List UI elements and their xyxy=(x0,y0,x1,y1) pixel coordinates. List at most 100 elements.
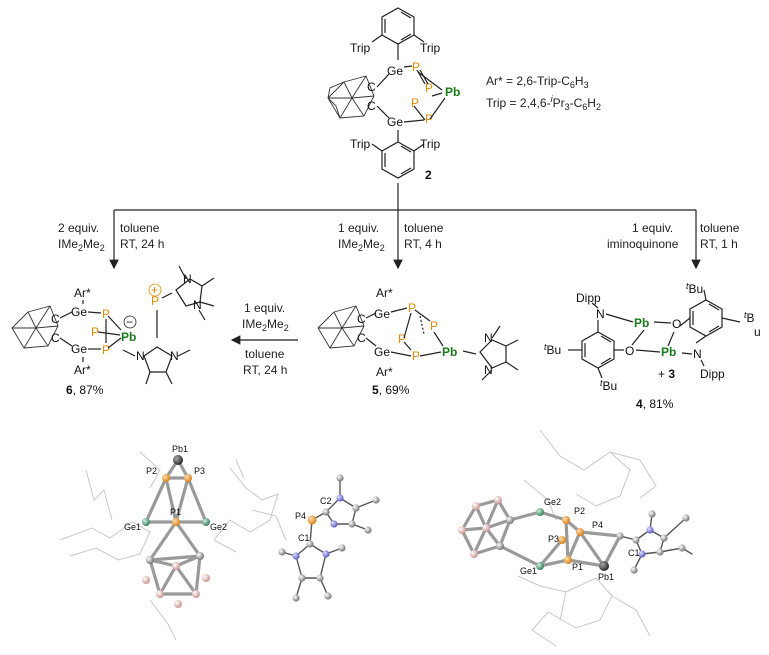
svg-text:1 equiv.: 1 equiv. xyxy=(244,301,285,315)
svg-text:P3: P3 xyxy=(548,534,559,544)
svg-text:tBu: tBu xyxy=(600,378,617,393)
svg-text:Pb: Pb xyxy=(661,345,676,359)
svg-text:Ar*: Ar* xyxy=(74,363,91,377)
xray-atoms xyxy=(142,455,210,608)
reaction-arrows xyxy=(109,183,701,345)
svg-text:Ar*: Ar* xyxy=(74,286,91,300)
svg-text:P: P xyxy=(102,307,110,321)
svg-text:toluene: toluene xyxy=(700,221,740,235)
svg-text:Ge: Ge xyxy=(374,345,390,359)
compound-4: tBu tB u tBu tBu N Dipp Pb O O Pb N Dipp… xyxy=(544,281,761,411)
svg-text:N: N xyxy=(170,349,179,363)
svg-text:Ge: Ge xyxy=(71,305,87,319)
svg-text:C: C xyxy=(367,80,376,94)
svg-text:tB: tB xyxy=(744,310,755,325)
svg-text:C: C xyxy=(357,312,366,326)
carborane-cage-5 xyxy=(317,305,365,349)
svg-text:P2: P2 xyxy=(146,466,157,476)
svg-text:toluene: toluene xyxy=(404,221,444,235)
svg-text:Dipp: Dipp xyxy=(576,291,601,305)
svg-text:P1: P1 xyxy=(572,562,583,572)
compound-6: C C Ge Ge Ar* Ar* P P P Pb − 6, 87% P + … xyxy=(11,265,215,397)
svg-text:P: P xyxy=(412,60,420,74)
svg-text:Ar*: Ar* xyxy=(376,365,393,379)
svg-text:C: C xyxy=(51,331,60,345)
svg-text:Ge1: Ge1 xyxy=(520,566,537,576)
svg-text:tBu: tBu xyxy=(544,342,561,357)
svg-text:N: N xyxy=(596,307,605,321)
svg-text:Ge: Ge xyxy=(71,342,87,356)
svg-text:N: N xyxy=(183,272,192,286)
svg-text:P: P xyxy=(398,332,406,346)
svg-text:N: N xyxy=(136,349,145,363)
svg-text:Pb1: Pb1 xyxy=(598,572,614,582)
svg-text:N: N xyxy=(693,347,702,361)
svg-text:Ge2: Ge2 xyxy=(544,497,561,507)
pb-atom: Pb xyxy=(445,85,460,99)
svg-text:+ 3: + 3 xyxy=(658,367,675,381)
svg-text:Ge2: Ge2 xyxy=(210,522,227,532)
trip-label: Trip xyxy=(420,41,441,55)
ge-atom: Ge xyxy=(387,115,403,129)
svg-text:O: O xyxy=(672,317,681,331)
trip-label: Trip xyxy=(420,137,441,151)
svg-text:N: N xyxy=(193,298,202,312)
svg-text:C2: C2 xyxy=(320,496,332,506)
svg-text:P: P xyxy=(412,349,420,363)
svg-text:P: P xyxy=(151,294,159,308)
xray-structure-right: Ge2 P2 P4 P3 C1 P1 Ge1 Pb1 xyxy=(458,429,693,647)
svg-text:N: N xyxy=(484,363,493,377)
svg-text:u: u xyxy=(754,325,761,339)
svg-text:IMe2Me2: IMe2Me2 xyxy=(58,237,105,253)
svg-text:tBu: tBu xyxy=(686,281,703,296)
svg-text:N: N xyxy=(484,331,493,345)
svg-text:C1: C1 xyxy=(298,533,310,543)
carborane-cage-2 xyxy=(327,75,375,119)
svg-text:RT, 24 h: RT, 24 h xyxy=(120,237,164,251)
svg-text:O: O xyxy=(625,344,634,358)
svg-text:P3: P3 xyxy=(194,466,205,476)
svg-text:Pb: Pb xyxy=(442,345,457,359)
svg-text:+: + xyxy=(151,283,158,297)
trip-definition: Trip = 2,4,6-iPr3-C6H2 xyxy=(486,94,601,112)
compound-5: C C Ge Ge Ar* Ar* P P P P Pb 5, 69% N N xyxy=(317,286,519,397)
compound-4-label: 4, 81% xyxy=(636,397,674,411)
svg-text:RT, 1 h: RT, 1 h xyxy=(700,237,738,251)
xray-structure-left: Pb1 P2 P3 Ge1 P1 Ge2 xyxy=(59,444,380,641)
svg-text:Pb: Pb xyxy=(121,330,136,344)
carborane-cage-6 xyxy=(11,305,59,349)
compound-6-label: 6, 87% xyxy=(66,383,104,397)
compound-number-2: 2 xyxy=(425,168,432,182)
svg-text:C: C xyxy=(51,312,60,326)
ar-definition: Ar* = 2,6-Trip-C6H3 xyxy=(486,74,589,90)
svg-text:P: P xyxy=(102,343,110,357)
svg-text:C: C xyxy=(367,99,376,113)
svg-text:RT, 4 h: RT, 4 h xyxy=(404,237,442,251)
svg-text:toluene: toluene xyxy=(120,221,160,235)
svg-text:RT, 24 h: RT, 24 h xyxy=(243,363,287,377)
compound-2: Trip Trip C C Ge Ge P P P P Pb xyxy=(327,7,460,182)
svg-text:P: P xyxy=(411,96,419,110)
svg-text:IMe2Me2: IMe2Me2 xyxy=(338,237,385,253)
svg-text:1 equiv.: 1 equiv. xyxy=(338,221,379,235)
compound-5-label: 5, 69% xyxy=(372,383,410,397)
svg-text:Dipp: Dipp xyxy=(700,367,725,381)
svg-text:Ar*: Ar* xyxy=(376,286,393,300)
ge-atom: Ge xyxy=(387,64,403,78)
svg-text:Pb1: Pb1 xyxy=(172,444,188,454)
svg-text:P: P xyxy=(91,325,99,339)
trip-label: Trip xyxy=(350,41,371,55)
svg-text:Ge1: Ge1 xyxy=(124,522,141,532)
svg-text:P1: P1 xyxy=(170,507,181,517)
svg-text:P: P xyxy=(425,112,433,126)
trip-label: Trip xyxy=(350,137,371,151)
svg-text:iminoquinone: iminoquinone xyxy=(607,237,679,251)
svg-text:P4: P4 xyxy=(592,520,603,530)
svg-text:C: C xyxy=(357,331,366,345)
svg-text:Ge: Ge xyxy=(374,307,390,321)
svg-text:2 equiv.: 2 equiv. xyxy=(58,221,99,235)
svg-text:IMe2Me2: IMe2Me2 xyxy=(242,317,289,333)
svg-text:−: − xyxy=(126,315,133,329)
svg-text:toluene: toluene xyxy=(245,347,285,361)
